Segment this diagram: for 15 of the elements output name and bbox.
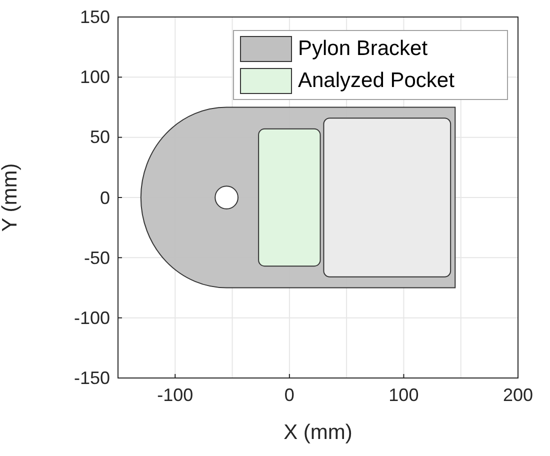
legend-label: Pylon Bracket: [298, 36, 428, 62]
axis-title: Y (mm): [0, 162, 20, 234]
tick-label: -100: [72, 308, 110, 327]
tick-label: 0: [98, 188, 110, 206]
tick-label: 0: [283, 386, 296, 404]
legend-label: Analyzed Pocket: [298, 68, 454, 94]
tick-label: 50: [88, 128, 110, 146]
tick-label: 100: [388, 386, 420, 404]
tick-label: -50: [82, 248, 110, 267]
tick-label: -150: [72, 369, 110, 387]
tick-label: 150: [78, 8, 110, 26]
tick-label: 200: [502, 386, 534, 404]
tick-label: -100: [156, 386, 194, 404]
axis-title: X (mm): [282, 422, 354, 443]
tick-label: 100: [78, 68, 110, 86]
